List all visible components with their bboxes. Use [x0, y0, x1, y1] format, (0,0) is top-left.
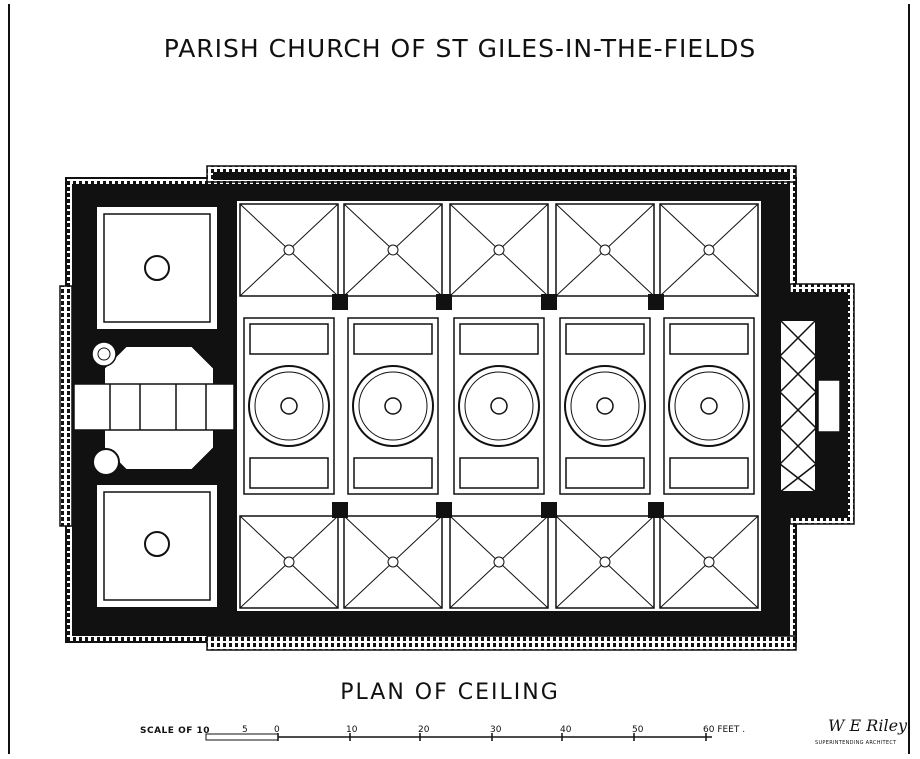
nave-bay: [453, 317, 545, 495]
scale-tick: 0: [274, 725, 280, 735]
nave-bay: [559, 317, 651, 495]
scale-tick: 5: [242, 725, 248, 735]
signature-caption: SUPERINTENDING ARCHITECT: [815, 740, 897, 746]
scale-tick: 50: [632, 725, 644, 735]
drawing-title: PARISH CHURCH OF ST GILES-IN-THE-FIELDS: [163, 34, 757, 63]
aisle-bay: [659, 203, 759, 297]
west-tower-south: [95, 483, 219, 609]
architect-signature: W E Riley: [828, 716, 908, 735]
scale-bar: [205, 733, 712, 741]
aisle-bay: [239, 515, 339, 609]
scale-label: SCALE OF 10: [140, 726, 211, 736]
aisle-bay: [239, 203, 339, 297]
nave-bay: [243, 317, 335, 495]
north-aisle-bays: [239, 203, 759, 297]
aisle-bay: [343, 515, 443, 609]
aisle-bay: [343, 203, 443, 297]
nave-bays: [243, 317, 755, 495]
scale-tick: 10: [346, 725, 358, 735]
west-tower-north: [95, 205, 219, 331]
nave-bay: [347, 317, 439, 495]
west-porch: [73, 341, 235, 476]
scale-tick: 60 FEET .: [703, 725, 746, 735]
nave-bay: [663, 317, 755, 495]
sheet-border: [8, 4, 910, 754]
aisle-bay: [555, 515, 655, 609]
aisle-bay: [449, 203, 549, 297]
chancel-lattice: [778, 319, 841, 493]
columns: [332, 294, 664, 518]
scale-tick: 40: [560, 725, 572, 735]
drawing-subtitle: PLAN OF CEILING: [340, 680, 560, 705]
aisle-bay: [659, 515, 759, 609]
south-aisle-bays: [239, 515, 759, 609]
aisle-bay: [449, 515, 549, 609]
aisle-bay: [555, 203, 655, 297]
scale-tick: 30: [490, 725, 502, 735]
scale-tick: 20: [418, 725, 430, 735]
